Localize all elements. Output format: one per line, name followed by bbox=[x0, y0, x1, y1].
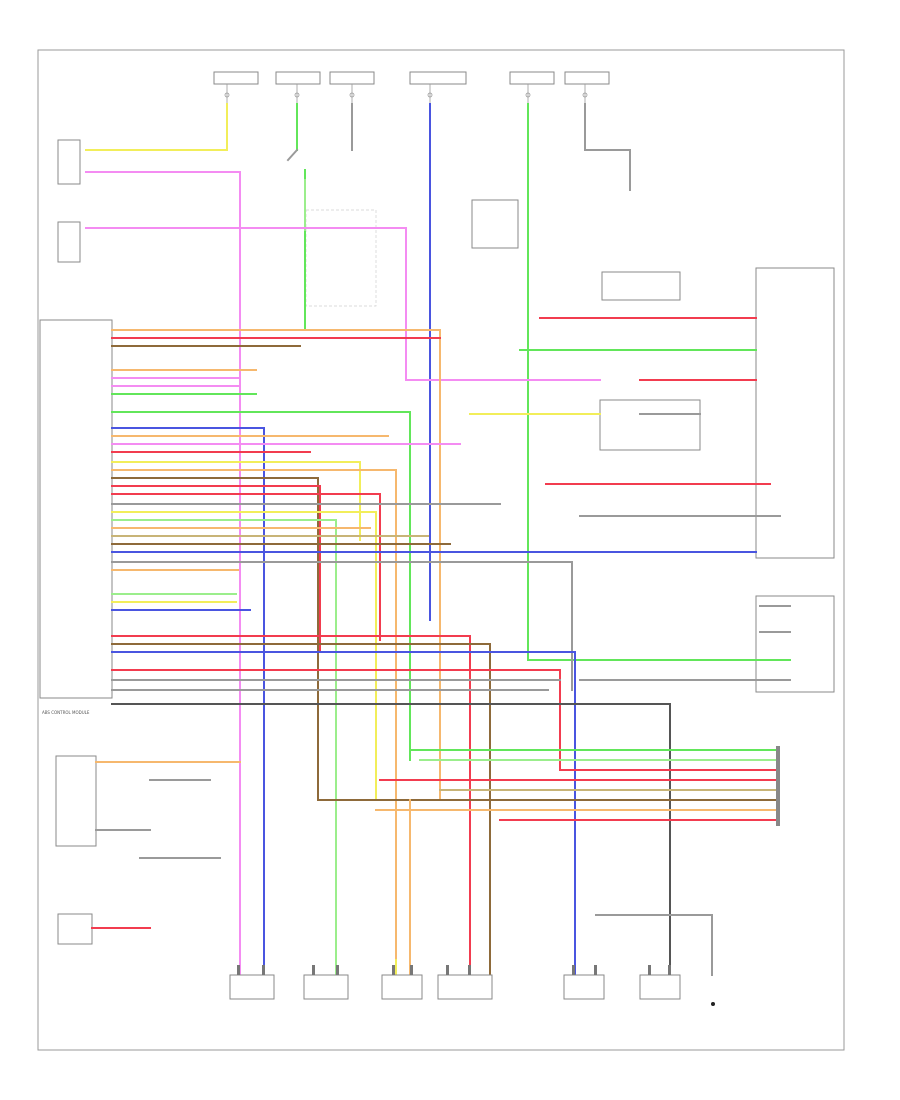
left-front-sensor-connector bbox=[229, 974, 275, 1000]
right-front-sensor-connector bbox=[303, 974, 349, 1000]
wires-harness bbox=[111, 329, 777, 981]
dashed-box bbox=[305, 209, 377, 307]
connector-pins bbox=[237, 965, 671, 975]
wires-right bbox=[469, 317, 791, 681]
right-rear-connector bbox=[639, 974, 681, 1000]
right-connector-terminals bbox=[776, 746, 780, 826]
right-relay-box-lower bbox=[755, 595, 835, 693]
abs-control-module bbox=[39, 319, 113, 699]
fuse-block-top bbox=[213, 71, 610, 104]
lower-left-module-box bbox=[57, 913, 93, 945]
wires-lower-left bbox=[91, 761, 241, 929]
wires-lower-right bbox=[317, 749, 777, 821]
wires-bottom-drops bbox=[239, 799, 713, 976]
ecu-label: ABS CONTROL MODULE bbox=[42, 710, 90, 715]
bottom-connectors bbox=[229, 974, 715, 1006]
ground-point bbox=[711, 1002, 715, 1006]
center-sub-box bbox=[601, 271, 681, 301]
right-relay-box-upper bbox=[755, 267, 835, 559]
brake-switch-box bbox=[57, 139, 81, 185]
center-relay-box bbox=[471, 199, 519, 249]
left-rear-connector bbox=[563, 974, 605, 1000]
center-relay-lower bbox=[599, 399, 701, 451]
center-module-connector bbox=[437, 974, 493, 1000]
rear-sensor-connector bbox=[381, 974, 423, 1000]
lower-left-switch-box bbox=[55, 755, 97, 847]
wires-vertical-top bbox=[85, 103, 757, 661]
wires-pink bbox=[85, 171, 601, 931]
ground-switch-box bbox=[57, 221, 81, 263]
diagram-frame bbox=[37, 49, 845, 1051]
